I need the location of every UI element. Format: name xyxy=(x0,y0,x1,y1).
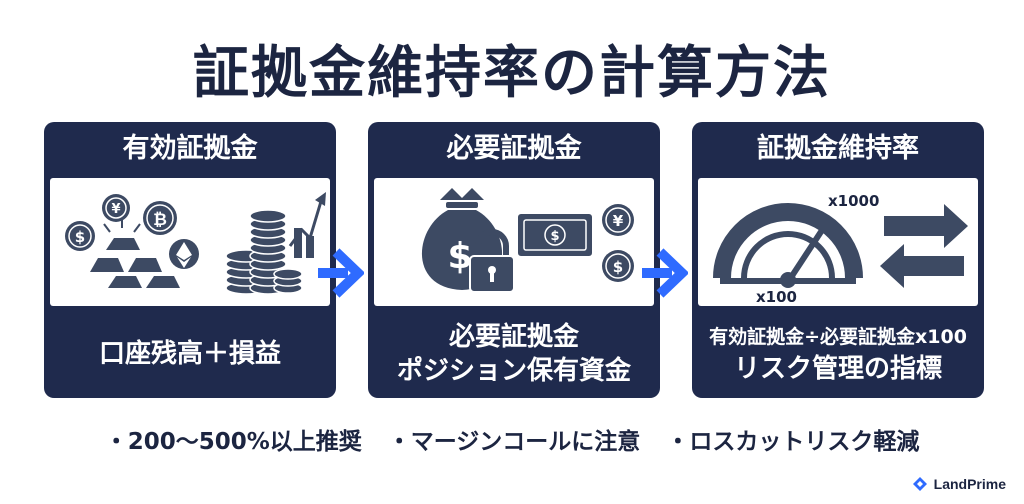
svg-text:₿: ₿ xyxy=(153,210,167,230)
svg-text:$: $ xyxy=(550,229,559,244)
svg-text:$: $ xyxy=(75,228,85,246)
card-effective-margin: 有効証拠金 $ ¥ ₿ xyxy=(44,122,336,398)
card-footer: 必要証拠金 ポジション保有資金 xyxy=(368,310,660,398)
card-header: 有効証拠金 xyxy=(122,133,258,164)
svg-text:$: $ xyxy=(613,258,623,276)
gauge-icon xyxy=(713,203,863,288)
rising-chart-icon xyxy=(288,192,326,258)
card-footer: 有効証拠金÷必要証拠金x100 リスク管理の指標 xyxy=(692,310,984,398)
card-header: 必要証拠金 xyxy=(446,133,582,164)
card-footer-line: ポジション保有資金 xyxy=(396,356,631,386)
svg-text:¥: ¥ xyxy=(111,202,120,217)
bullet-item: ・マージンコールに注意 xyxy=(387,429,641,455)
bullet-points: ・200〜500%以上推奨 ・マージンコールに注意 ・ロスカットリスク軽減 xyxy=(0,422,1024,456)
svg-text:¥: ¥ xyxy=(613,212,624,230)
yen-coin-icon: ¥ xyxy=(102,194,130,222)
gauge-label-high: x1000 xyxy=(828,192,879,210)
yen-coin-icon: ¥ xyxy=(602,204,634,236)
bullet-item: ・ロスカットリスク軽減 xyxy=(666,429,920,455)
card-footer-line: 口座残高＋損益 xyxy=(98,339,281,369)
dollar-coin-icon: $ xyxy=(65,221,95,251)
card-header: 証拠金維持率 xyxy=(757,133,919,164)
brand-name: LandPrime xyxy=(933,476,1006,492)
card-required-margin: 必要証拠金 $ $ ¥ xyxy=(368,122,660,398)
ethereum-coin-icon xyxy=(169,239,199,269)
page-title: 証拠金維持率の計算方法 xyxy=(193,41,831,106)
padlock-icon xyxy=(469,229,515,293)
exchange-arrows-icon xyxy=(880,204,968,288)
brand-logo: LandPrime xyxy=(912,476,1006,492)
bitcoin-coin-icon: ₿ xyxy=(143,201,177,235)
landprime-logo-icon xyxy=(912,477,927,491)
card-margin-ratio: 証拠金維持率 x1000 x100 有効証拠金÷必要証拠金x100 リスク管理の… xyxy=(692,122,984,398)
card-footer-line: リスク管理の指標 xyxy=(733,354,942,384)
banknote-icon: $ xyxy=(518,214,592,256)
dollar-coin-icon: $ xyxy=(602,250,634,282)
card-illustration: x1000 x100 xyxy=(698,178,978,306)
card-illustration: $ ¥ ₿ xyxy=(50,178,330,306)
card-illustration: $ $ ¥ $ xyxy=(374,178,654,306)
flow-arrow-icon xyxy=(642,248,688,298)
svg-text:$: $ xyxy=(447,236,472,277)
flow-arrow-icon xyxy=(318,248,364,298)
gold-bars-icon xyxy=(90,220,180,288)
card-footer-line: 必要証拠金 xyxy=(448,322,579,352)
bullet-item: ・200〜500%以上推奨 xyxy=(104,429,362,455)
card-footer: 口座残高＋損益 xyxy=(44,310,336,398)
gauge-label-low: x100 xyxy=(756,288,797,306)
coin-stack-icon xyxy=(225,209,303,295)
card-footer-formula: 有効証拠金÷必要証拠金x100 xyxy=(709,326,967,348)
